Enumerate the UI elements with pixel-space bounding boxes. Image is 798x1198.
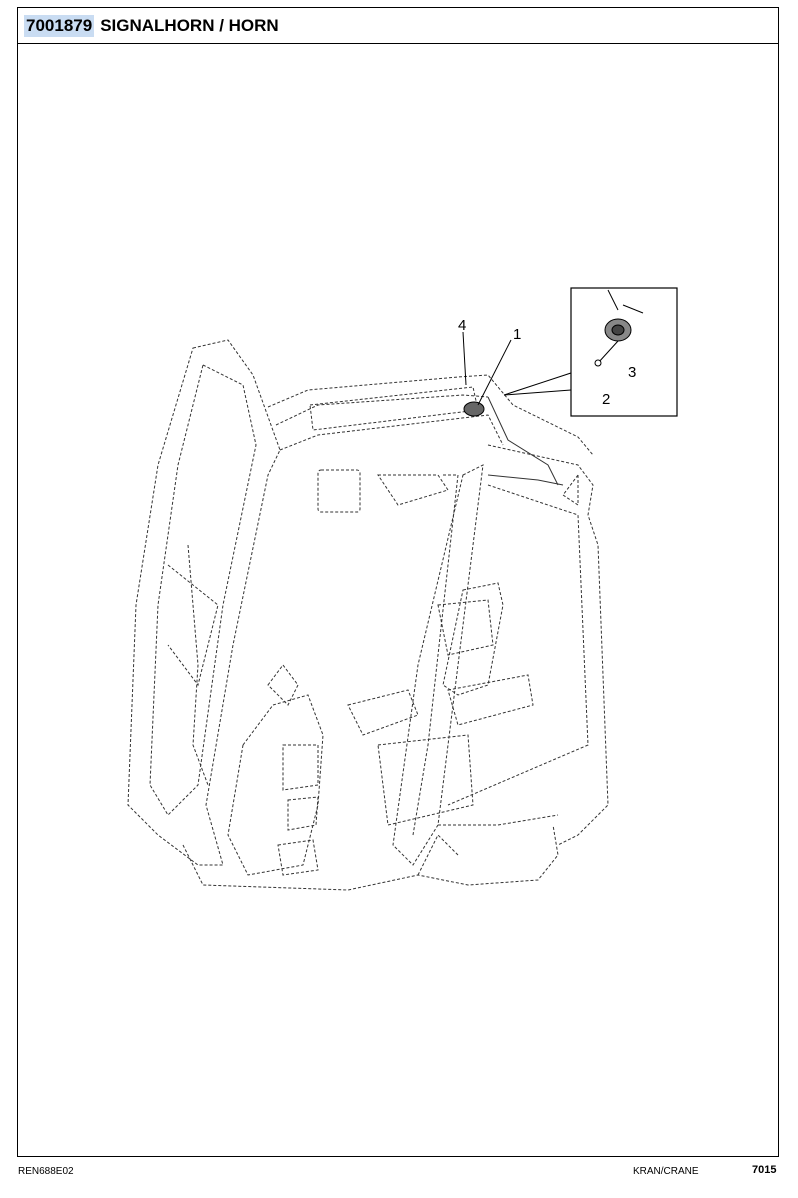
part-number[interactable]: 7001879 (24, 14, 95, 37)
callout-1: 1 (513, 326, 521, 343)
page-header: 7001879 SIGNALHORN / HORN (18, 8, 778, 44)
page-title: SIGNALHORN / HORN (100, 15, 279, 35)
section-label: KRAN/CRANE (633, 1166, 699, 1177)
page-frame: 7001879 SIGNALHORN / HORN (17, 7, 779, 1157)
detail-inset (570, 287, 678, 417)
horn-installed (463, 401, 485, 417)
cab-outline (127, 339, 609, 891)
drawing-reference: REN688E02 (18, 1166, 74, 1177)
page-number: 7015 (752, 1164, 777, 1176)
callout-2: 2 (602, 391, 610, 408)
callout-3: 3 (628, 364, 636, 381)
callout-4: 4 (458, 317, 466, 334)
cab-drawing: 1 2 3 4 (127, 287, 678, 891)
